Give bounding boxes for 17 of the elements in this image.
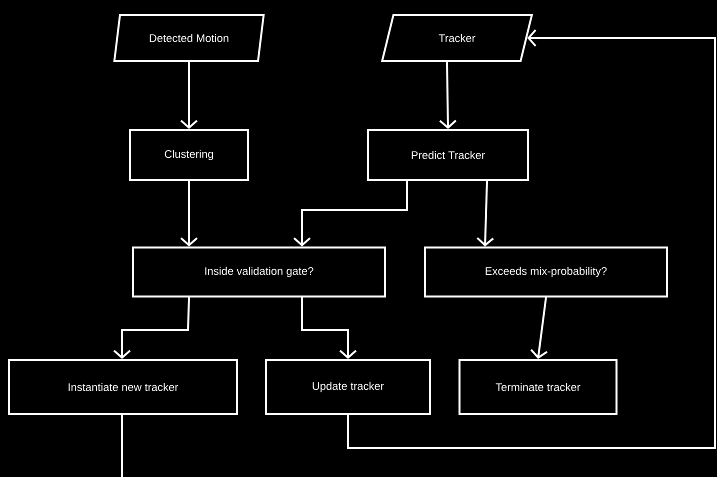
- process-box: Predict Tracker: [367, 129, 529, 181]
- arrow: [476, 180, 494, 246]
- arrow: [113, 297, 190, 359]
- arrow: [530, 297, 548, 359]
- process-box: Clustering: [129, 129, 249, 181]
- arrow: [439, 62, 457, 129]
- input-parallelogram: Detected Motion: [113, 14, 265, 62]
- arrow: [301, 298, 357, 359]
- arrow: [180, 62, 198, 129]
- arrow: [293, 181, 408, 246]
- arrow: [347, 29, 716, 449]
- process-box: Update tracker: [265, 359, 431, 415]
- process-box: Instantiate new tracker: [8, 359, 238, 415]
- process-box: Terminate tracker: [458, 359, 618, 415]
- process-box: Exceeds mix-probability?: [424, 246, 668, 298]
- process-box: Inside validation gate?: [132, 246, 386, 298]
- arrow: [180, 181, 198, 246]
